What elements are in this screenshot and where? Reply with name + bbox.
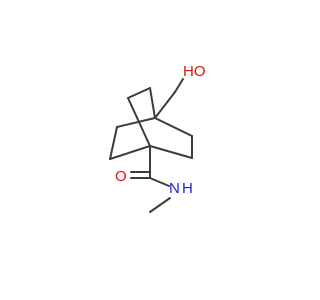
bond-bridgehead-to-ch2 (154, 91, 176, 119)
molecule-diagram: HO O N H (109, 63, 206, 213)
bond-left-upper-to-left-lower (109, 126, 118, 160)
amide-nitrogen-label: N (169, 180, 180, 197)
bond-left-lower-to-bridgehead-bottom (109, 145, 151, 160)
bond-back-upper-to-back-lower (127, 87, 151, 99)
bond-bridgehead-top-to-front-upper (154, 117, 193, 137)
bond-front-lower-to-bridgehead-bottom (149, 145, 193, 159)
bond-carbonyl-to-nitrogen (149, 177, 170, 187)
carbonyl-oxygen-label: O (115, 168, 127, 185)
bond-back-lower-to-bridgehead-bottom (127, 97, 151, 147)
hydroxyl-label: HO (183, 63, 206, 80)
bond-ch2-to-hydroxyl (174, 78, 184, 93)
structure-canvas: HO O N H (109, 63, 206, 213)
bond-bridgehead-top-to-back-upper (149, 87, 156, 119)
bond-nitrogen-to-methyl (149, 197, 171, 213)
bond-bridgehead-top-to-left-upper (116, 117, 156, 128)
amide-hydrogen-label: H (182, 180, 193, 197)
